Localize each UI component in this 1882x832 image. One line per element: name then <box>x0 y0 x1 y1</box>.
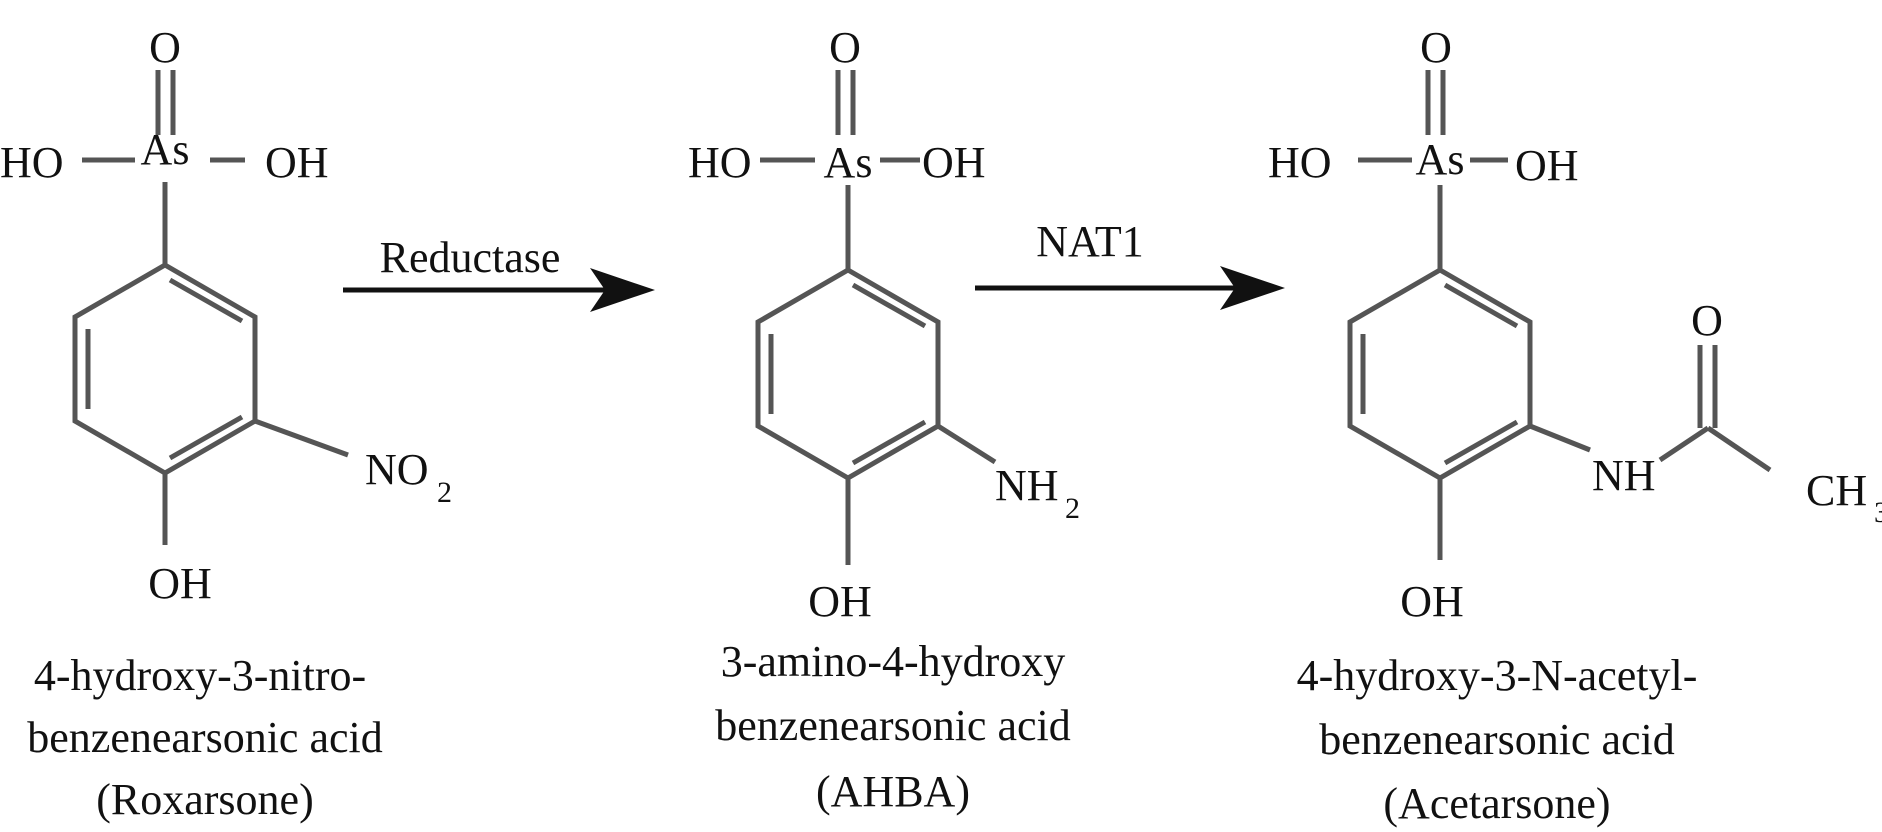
oxo-oxygen-label: O <box>1420 23 1452 72</box>
oxo-oxygen-label: O <box>829 23 861 72</box>
hydroxyl-right-label: OH <box>922 138 986 187</box>
compound-acetarsone: O HO As OH NH O CH 3 OH 4-hydroxy-3-N-ac… <box>1268 23 1882 828</box>
carbonyl-oxygen-label: O <box>1691 296 1723 345</box>
compound-name-line3: (AHBA) <box>816 767 970 816</box>
compound-name-line2: benzenearsonic acid <box>715 701 1070 750</box>
compound-name-line1: 4-hydroxy-3-N-acetyl- <box>1297 651 1698 700</box>
compound-roxarsone: O HO As OH NO 2 OH 4-hydroxy-3-nitro- be… <box>0 23 452 824</box>
arsenic-label: As <box>824 138 873 187</box>
amino-subscript: 2 <box>1065 492 1080 525</box>
hydroxyl-left-label: HO <box>1268 138 1332 187</box>
hydroxyl-right-label: OH <box>1515 141 1579 190</box>
nitro-group-label: NO <box>365 445 429 494</box>
compound-name-line3: (Roxarsone) <box>96 775 314 824</box>
hydroxyl-bottom-label: OH <box>148 559 212 608</box>
ring-double-bond-lower-right <box>1443 419 1519 466</box>
methyl-label: CH <box>1806 466 1867 515</box>
compound-name-line2: benzenearsonic acid <box>27 713 382 762</box>
arsenic-label: As <box>1416 135 1465 184</box>
ring-double-bond-upper-right <box>168 277 244 324</box>
benzene-ring <box>755 267 941 481</box>
arsenic-label: As <box>141 125 190 174</box>
benzene-ring <box>1347 267 1533 481</box>
ring-double-bond-lower-right <box>851 419 927 466</box>
benzene-ring <box>72 262 258 476</box>
reaction-arrow-nat1: NAT1 <box>975 217 1285 310</box>
amide-carbonyl-bond <box>1658 425 1710 463</box>
amide-n-bond <box>1529 423 1591 453</box>
amide-nh-label: NH <box>1592 451 1656 500</box>
ring-double-bond-upper-right <box>1443 282 1519 329</box>
methyl-subscript: 3 <box>1874 496 1882 529</box>
compound-name-line3: (Acetarsone) <box>1383 779 1610 828</box>
oxo-oxygen-label: O <box>149 23 181 72</box>
hydroxyl-left-label: HO <box>688 138 752 187</box>
compound-ahba: O HO As OH NH 2 OH 3-amino-4-hydroxy ben… <box>688 23 1080 816</box>
compound-name-line1: 3-amino-4-hydroxy <box>721 637 1066 686</box>
arrow-head <box>1220 266 1285 310</box>
nitro-subscript: 2 <box>437 476 452 509</box>
compound-name-line2: benzenearsonic acid <box>1319 715 1674 764</box>
enzyme-label-reductase: Reductase <box>380 233 561 282</box>
amino-group-label: NH <box>995 461 1059 510</box>
ring-double-bond-upper-right <box>851 282 927 329</box>
nitro-bond <box>254 418 349 458</box>
hydroxyl-bottom-label: OH <box>808 577 872 626</box>
amino-bond <box>936 423 997 465</box>
hydroxyl-bottom-label: OH <box>1400 577 1464 626</box>
hydroxyl-left-label: HO <box>0 138 64 187</box>
arrow-head <box>590 268 655 312</box>
enzyme-label-nat1: NAT1 <box>1036 217 1144 266</box>
methyl-bond <box>1706 425 1772 473</box>
compound-name-line1: 4-hydroxy-3-nitro- <box>34 651 366 700</box>
hydroxyl-right-label: OH <box>265 138 329 187</box>
reaction-arrow-reductase: Reductase <box>343 233 655 312</box>
ring-double-bond-lower-right <box>168 414 244 461</box>
